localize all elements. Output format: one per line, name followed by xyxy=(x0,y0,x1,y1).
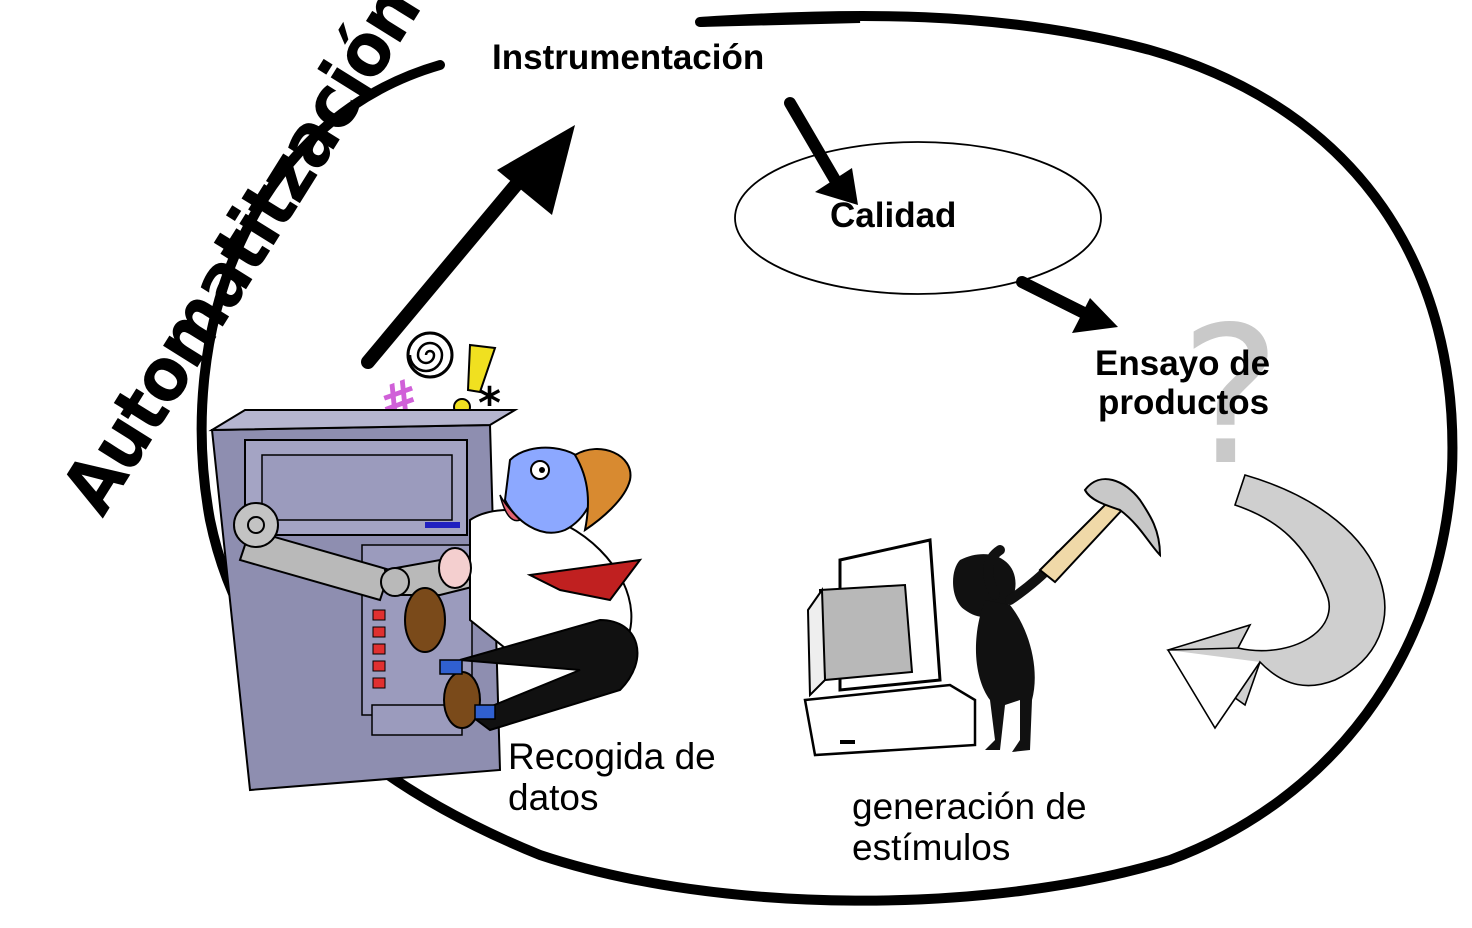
generacion-line-1: generación de xyxy=(852,786,1087,827)
arrow-to-ensayo xyxy=(1016,276,1118,333)
recogida-line-1: Recogida de xyxy=(508,736,716,777)
calidad-ellipse xyxy=(734,141,1102,295)
svg-text:?: ? xyxy=(1180,286,1281,507)
arrow-to-instrumentacion xyxy=(361,125,575,369)
recogida-label: Recogida de datos xyxy=(508,736,716,819)
hammer-figure-icon xyxy=(803,478,1162,757)
generacion-line-2: estímulos xyxy=(852,827,1011,869)
arrow-to-calidad xyxy=(784,97,858,205)
question-mark-icon: ? xyxy=(1180,286,1281,507)
instrumentacion-label: Instrumentación xyxy=(492,38,765,77)
calidad-label: Calidad xyxy=(830,196,957,235)
cycle-ellipse xyxy=(196,10,1458,906)
generacion-label: generación de estímulos xyxy=(852,786,1087,869)
curved-arrow-icon xyxy=(1166,474,1386,730)
frustrated-man-computer-icon xyxy=(208,409,643,792)
ensayo-line-1: Ensayo de xyxy=(1095,344,1271,383)
recogida-line-2: datos xyxy=(508,777,599,819)
ensayo-label: Ensayo de productos xyxy=(1095,344,1270,422)
ensayo-line-2: productos xyxy=(1097,383,1270,423)
